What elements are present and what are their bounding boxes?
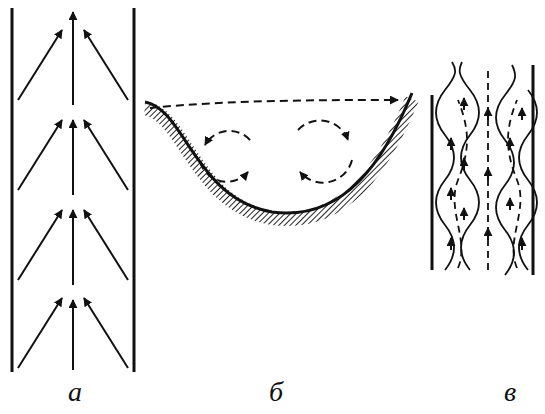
channel-c xyxy=(432,62,537,275)
panel-letter: в xyxy=(504,378,516,406)
panel-letter: а xyxy=(68,378,82,406)
panel-letter: б xyxy=(269,378,283,406)
channel-a xyxy=(12,8,134,372)
basin-b xyxy=(145,93,412,219)
